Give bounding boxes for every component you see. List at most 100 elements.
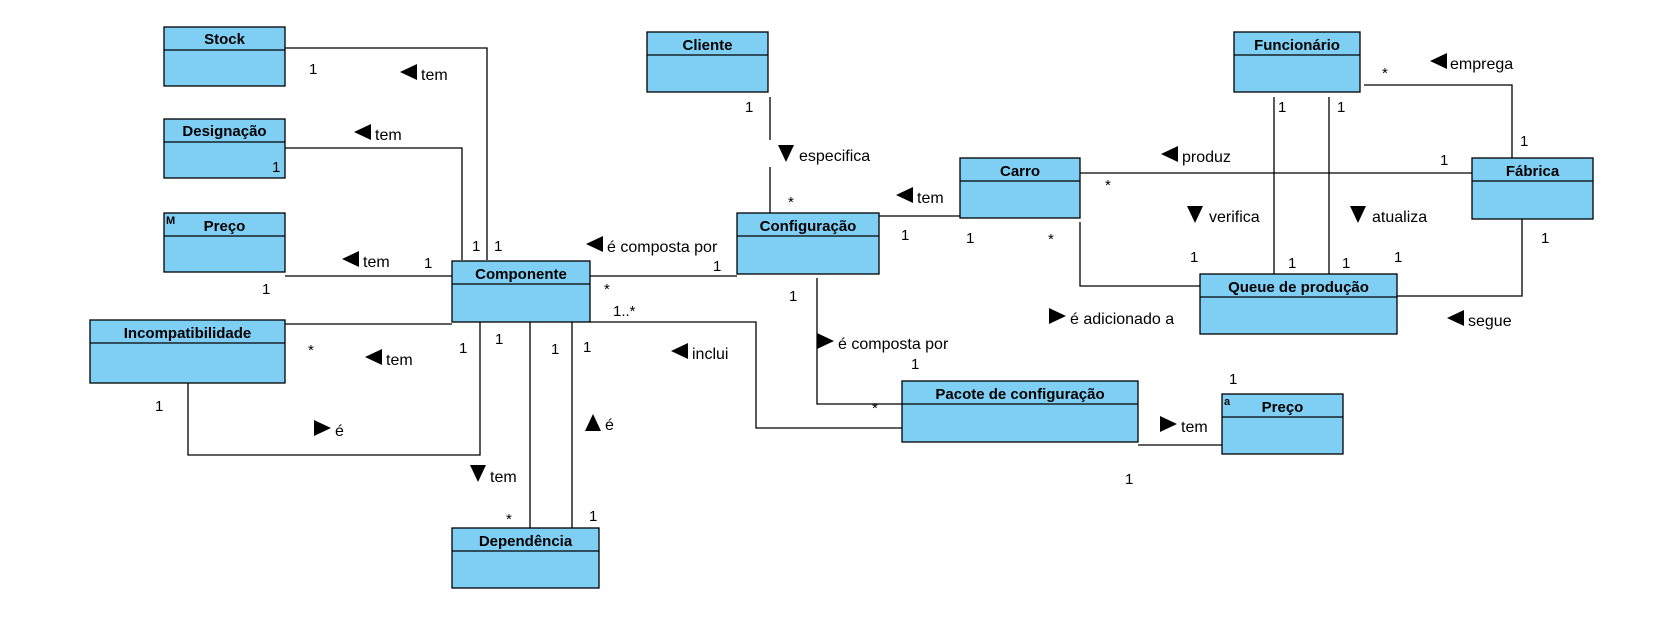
edge-queue-fabrica: [1397, 219, 1523, 297]
class-name: Dependência: [479, 533, 573, 550]
multiplicity: *: [604, 281, 610, 298]
arrow-right-icon: [817, 333, 834, 349]
class-designacao[interactable]: Designação: [163, 118, 286, 179]
class-badge: M: [166, 215, 175, 227]
multiplicity: *: [788, 194, 794, 211]
edge-componente-pacote: [590, 321, 902, 429]
multiplicity: *: [308, 342, 314, 359]
class-name: Pacote de configuração: [935, 386, 1104, 403]
multiplicity: 1: [966, 230, 974, 247]
multiplicity: *: [1048, 231, 1054, 248]
multiplicity: 1: [309, 61, 317, 78]
multiplicity: 1: [1394, 249, 1402, 266]
class-name: Stock: [204, 31, 246, 48]
class-fabrica[interactable]: Fábrica: [1471, 157, 1594, 220]
arrow-left-icon: [896, 187, 913, 203]
label-inclui: inclui: [692, 346, 728, 363]
direction-arrows: [314, 53, 1464, 482]
label-incompatibilidade-e: é: [335, 423, 344, 440]
multiplicities: 1 1 1 1 1 1 * 1 1 1 1 1 * 1 * 1..* 1 1 *…: [155, 61, 1549, 528]
label-dependencia-e: é: [605, 417, 614, 434]
class-name: Designação: [182, 123, 266, 140]
multiplicity: 1: [495, 331, 503, 348]
class-badge: a: [1224, 396, 1231, 408]
arrow-right-icon: [1160, 416, 1177, 432]
multiplicity: 1: [583, 339, 591, 356]
label-preco-tem: tem: [363, 254, 390, 271]
class-cliente[interactable]: Cliente: [646, 31, 769, 93]
multiplicity: 1: [424, 255, 432, 272]
multiplicity: 1: [472, 238, 480, 255]
label-pacote-tem: tem: [1181, 419, 1208, 436]
label-produz: produz: [1182, 149, 1231, 166]
multiplicity: 1: [901, 227, 909, 244]
label-especifica: especifica: [799, 148, 870, 165]
label-componente-tem-dependencia: tem: [490, 469, 517, 486]
multiplicity: 1: [155, 398, 163, 415]
class-preco-left[interactable]: Preço M: [163, 212, 286, 273]
multiplicity: 1: [1229, 371, 1237, 388]
multiplicity: 1..*: [613, 303, 636, 320]
label-emprega: emprega: [1450, 56, 1513, 73]
label-stock-tem: tem: [421, 67, 448, 84]
arrow-left-icon: [400, 64, 417, 80]
arrow-left-icon: [586, 236, 603, 252]
multiplicity: 1: [911, 356, 919, 373]
class-name: Funcionário: [1254, 37, 1340, 54]
class-name: Queue de produção: [1228, 279, 1369, 296]
class-name: Fábrica: [1506, 163, 1560, 180]
class-componente[interactable]: Componente: [451, 260, 591, 323]
arrow-left-icon: [1447, 310, 1464, 326]
label-segue: segue: [1468, 313, 1512, 330]
arrow-left-icon: [1161, 146, 1178, 162]
association-lines: [187, 47, 1523, 528]
class-name: Preço: [204, 218, 246, 235]
multiplicity: *: [872, 400, 878, 417]
class-name: Componente: [475, 266, 567, 283]
label-atualiza: atualiza: [1372, 209, 1427, 226]
class-pacote-de-configuracao[interactable]: Pacote de configuração: [901, 380, 1139, 443]
multiplicity: *: [506, 511, 512, 528]
class-carro[interactable]: Carro: [959, 157, 1081, 219]
multiplicity: 1: [272, 159, 280, 176]
multiplicity: 1: [1342, 255, 1350, 272]
multiplicity: 1: [1125, 471, 1133, 488]
class-name: Configuração: [760, 218, 857, 235]
arrow-down-icon: [1350, 206, 1366, 223]
arrow-down-icon: [470, 465, 486, 482]
arrow-right-icon: [314, 420, 331, 436]
edge-incompatibilidade-componente-e: [187, 322, 481, 456]
multiplicity: 1: [589, 508, 597, 525]
class-name: Carro: [1000, 163, 1040, 180]
class-queue-de-producao[interactable]: Queue de produção: [1199, 273, 1398, 335]
label-e-adicionado-a: é adicionado a: [1070, 311, 1174, 328]
multiplicity: 1: [745, 99, 753, 116]
class-preco-right[interactable]: Preço a: [1221, 393, 1344, 455]
arrow-up-icon: [585, 414, 601, 431]
multiplicity: *: [1105, 177, 1111, 194]
arrow-left-icon: [354, 124, 371, 140]
label-verifica: verifica: [1209, 209, 1260, 226]
class-stock[interactable]: Stock: [163, 26, 286, 87]
class-incompatibilidade[interactable]: Incompatibilidade: [89, 319, 286, 384]
arrow-right-icon: [1049, 308, 1066, 324]
multiplicity: 1: [494, 238, 502, 255]
class-dependencia[interactable]: Dependência: [451, 527, 600, 589]
class-configuracao[interactable]: Configuração: [736, 212, 880, 275]
edge-configuracao-pacote: [816, 278, 902, 405]
edge-stock-componente: [285, 47, 488, 260]
arrow-down-icon: [778, 145, 794, 162]
multiplicity: 1: [1288, 255, 1296, 272]
multiplicity: 1: [789, 288, 797, 305]
multiplicity: 1: [551, 341, 559, 358]
multiplicity: 1: [1520, 133, 1528, 150]
edge-designacao-componente: [285, 147, 463, 260]
label-e-composta-por-2: é composta por: [838, 336, 949, 353]
edge-funcionario-fabrica: [1364, 84, 1513, 158]
edge-carro-queue: [1079, 222, 1200, 287]
multiplicity: 1: [1440, 152, 1448, 169]
class-name: Cliente: [682, 37, 732, 54]
label-e-composta-por-1: é composta por: [607, 239, 718, 256]
class-funcionario[interactable]: Funcionário: [1233, 31, 1361, 93]
